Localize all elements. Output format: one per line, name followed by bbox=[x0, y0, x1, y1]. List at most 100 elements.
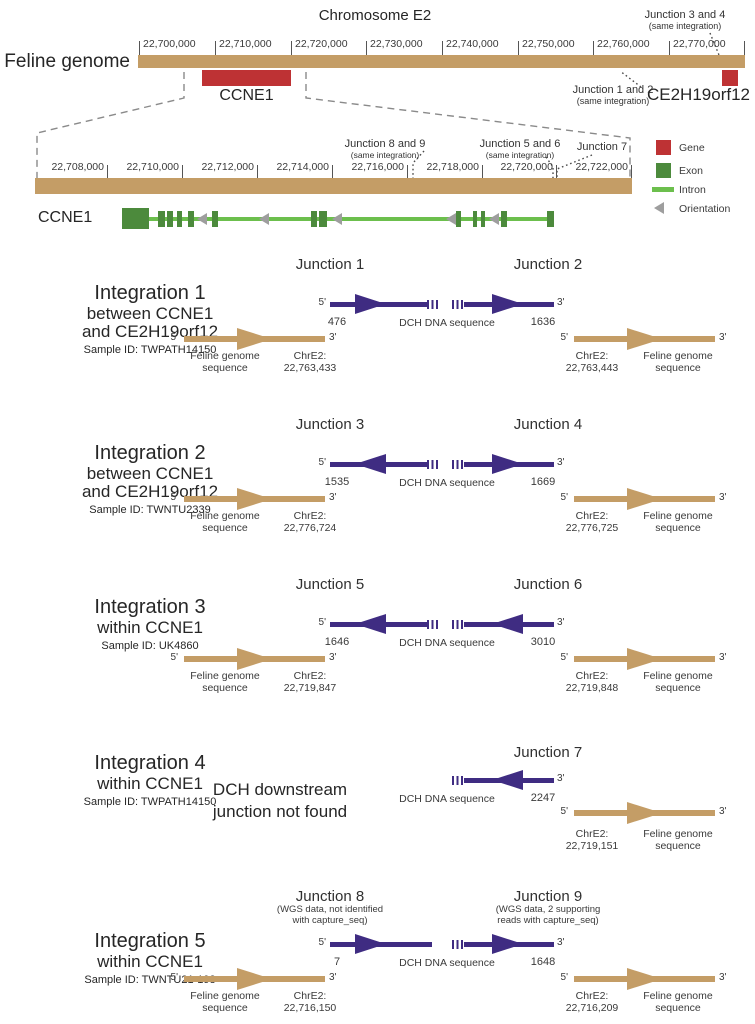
ruler1-tick-label: 22,700,000 bbox=[143, 38, 196, 50]
junction-title-left: Junction 1 bbox=[295, 256, 365, 273]
feline-genome-caption: Feline genome bbox=[643, 828, 713, 840]
orientation-arrow-icon bbox=[489, 213, 499, 225]
three-prime-label: 3' bbox=[557, 937, 565, 948]
legend-orientation-label: Orientation bbox=[679, 203, 731, 215]
ruler2-tick bbox=[332, 165, 333, 178]
chr-coordinate: ChrE2: bbox=[293, 990, 327, 1002]
feline-genome-caption: Feline genome bbox=[643, 350, 713, 362]
feline-arrowhead-icon bbox=[237, 488, 272, 510]
dch-dna-sequence-label: DCH DNA sequence bbox=[399, 957, 495, 969]
junction-8-9-note: Junction 8 and 9 bbox=[344, 138, 426, 150]
exon-box bbox=[481, 211, 485, 227]
ce2h19orf12-gene-label: CE2H19orf12 bbox=[646, 85, 750, 104]
legend-orientation-arrow-icon bbox=[654, 202, 664, 214]
junction-1-2-note-sub: (same integration) bbox=[576, 96, 650, 106]
chr-coordinate: ChrE2: bbox=[575, 828, 609, 840]
feline-genome-caption: Feline genome bbox=[190, 670, 260, 682]
three-prime-label: 3' bbox=[719, 806, 727, 817]
ruler1-tick bbox=[669, 41, 670, 55]
sequence-break-hashes bbox=[427, 620, 439, 629]
junction-3-4-note-sub: (same integration) bbox=[648, 21, 722, 31]
chr-coordinate: 22,763,433 bbox=[283, 362, 337, 374]
dch-arrowhead-left-icon bbox=[492, 770, 523, 790]
integration-2-section: Integration 2 between CCNE1 and CE2H19or… bbox=[0, 400, 755, 560]
junction-8-9-note-sub: (same integration) bbox=[350, 150, 420, 160]
five-prime-label: 5' bbox=[318, 937, 326, 948]
feline-genome-caption: sequence bbox=[202, 362, 248, 374]
ruler2-tick-label: 22,708,000 bbox=[51, 161, 104, 173]
exon-box bbox=[456, 211, 461, 227]
chr-coordinate: ChrE2: bbox=[575, 990, 609, 1002]
ruler1-tick-label: 22,730,000 bbox=[370, 38, 423, 50]
chr-coordinate: ChrE2: bbox=[293, 670, 327, 682]
integration-5-section: Integration 5 within CCNE1 Sample ID: TW… bbox=[0, 876, 755, 1024]
chr-coordinate: 22,763,443 bbox=[565, 362, 619, 374]
exon-box-first bbox=[122, 208, 149, 229]
dch-coordinate-right: 2247 bbox=[530, 792, 556, 804]
integration-name: Integration 3 bbox=[94, 596, 206, 618]
feline-arrowhead-icon bbox=[627, 488, 662, 510]
exon-box bbox=[501, 211, 507, 227]
three-prime-label: 3' bbox=[329, 332, 337, 343]
legend-gene-swatch bbox=[656, 140, 671, 155]
feline-genome-caption: Feline genome bbox=[190, 510, 260, 522]
ruler2-tick bbox=[182, 165, 183, 178]
feline-arrowhead-icon bbox=[237, 968, 272, 990]
integration-3-section: Integration 3 within CCNE1 Sample ID: UK… bbox=[0, 560, 755, 720]
three-prime-label: 3' bbox=[719, 332, 727, 343]
ruler2-tick-label: 22,716,000 bbox=[351, 161, 404, 173]
ruler2-tick-label: 22,718,000 bbox=[426, 161, 479, 173]
three-prime-label: 3' bbox=[719, 652, 727, 663]
orientation-arrow-icon bbox=[332, 213, 342, 225]
ruler1-tick-label: 22,710,000 bbox=[219, 38, 272, 50]
dch-coordinate-left: 476 bbox=[327, 316, 347, 328]
junction-title-left: Junction 5 bbox=[295, 576, 365, 593]
chr-coordinate: ChrE2: bbox=[293, 350, 327, 362]
sequence-break-hashes bbox=[452, 460, 464, 469]
junction-caption: (WGS data, not identified bbox=[276, 904, 384, 915]
exon-box bbox=[177, 211, 182, 227]
chr-coordinate: 22,719,151 bbox=[565, 840, 619, 852]
three-prime-label: 3' bbox=[557, 457, 565, 468]
junction-not-found-note-line2: junction not found bbox=[212, 802, 348, 821]
feline-genome-caption: Feline genome bbox=[643, 670, 713, 682]
dch-dna-sequence-label: DCH DNA sequence bbox=[399, 793, 495, 805]
junction-5-6-note-sub: (same integration) bbox=[485, 150, 555, 160]
ruler2-tick bbox=[257, 165, 258, 178]
ruler1-tick bbox=[366, 41, 367, 55]
sequence-break-hashes bbox=[452, 620, 464, 629]
dch-dna-sequence-label: DCH DNA sequence bbox=[399, 637, 495, 649]
sample-id: Sample ID: TWNTU2339 bbox=[89, 504, 211, 516]
chr-coordinate: 22,776,724 bbox=[283, 522, 337, 534]
feline-genome-caption: sequence bbox=[655, 682, 701, 694]
ruler2-tick bbox=[556, 165, 557, 178]
feline-genome-caption: sequence bbox=[655, 362, 701, 374]
exon-box bbox=[319, 211, 327, 227]
three-prime-label: 3' bbox=[557, 617, 565, 628]
integration-location-line1: between CCNE1 bbox=[86, 304, 214, 323]
five-prime-label: 5' bbox=[170, 972, 178, 983]
dch-arrowhead-right-icon bbox=[355, 294, 386, 314]
genome-bar-chromosome bbox=[138, 55, 745, 68]
sample-id: Sample ID: UK4860 bbox=[101, 640, 199, 652]
dch-coordinate-right: 1648 bbox=[530, 956, 556, 968]
legend-exon-swatch bbox=[656, 163, 671, 178]
feline-genome-caption: sequence bbox=[202, 1002, 248, 1014]
ruler1-tick bbox=[139, 41, 140, 55]
three-prime-label: 3' bbox=[719, 492, 727, 503]
dch-coordinate-right: 1636 bbox=[530, 316, 556, 328]
ce2h19orf12-gene-box bbox=[722, 70, 738, 86]
ruler2-tick-label: 22,714,000 bbox=[276, 161, 329, 173]
five-prime-label: 5' bbox=[560, 492, 568, 503]
junction-title-right: Junction 2 bbox=[513, 256, 583, 273]
integration-location-line1: between CCNE1 bbox=[86, 464, 214, 483]
ruler2-tick-label: 22,712,000 bbox=[201, 161, 254, 173]
dch-dna-sequence-label: DCH DNA sequence bbox=[399, 477, 495, 489]
junction-caption: (WGS data, 2 supporting bbox=[495, 904, 601, 915]
junction-title-right: Junction 4 bbox=[513, 416, 583, 433]
ccne1-gene-box bbox=[202, 70, 291, 86]
ruler1-tick-label: 22,770,000 bbox=[673, 38, 726, 50]
integration-name: Integration 1 bbox=[94, 282, 206, 304]
sequence-break-hashes bbox=[427, 460, 439, 469]
